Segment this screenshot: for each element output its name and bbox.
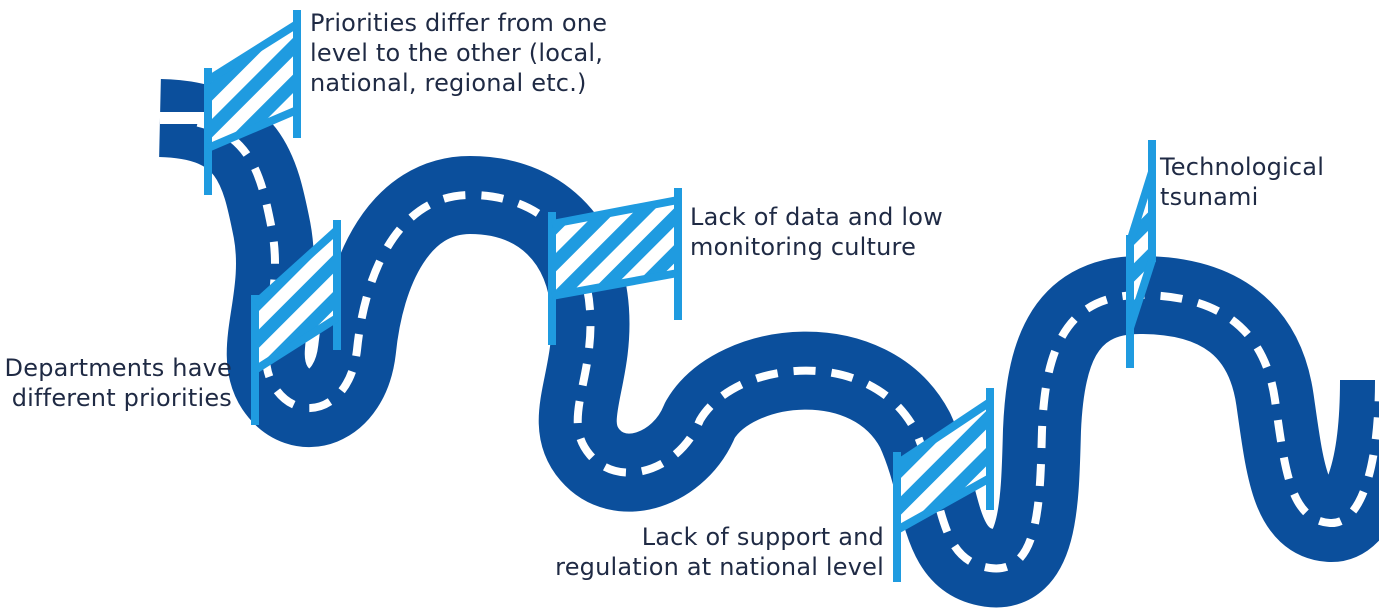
barrier-lack-of-data (548, 188, 682, 345)
barrier-lack-of-support (893, 388, 994, 582)
label-line: monitoring culture (690, 233, 917, 261)
label-technological-tsunami: Technological tsunami (1160, 152, 1324, 212)
label-line: Technological (1160, 153, 1325, 181)
barrier-departments (251, 220, 341, 425)
label-line: Lack of support and (641, 523, 884, 551)
road-start-notch (160, 112, 210, 124)
label-line: national, regional etc.) (310, 69, 587, 97)
label-line: Departments have (4, 354, 232, 382)
label-priorities-differ: Priorities differ from one level to the … (310, 8, 607, 98)
barrier-technological-tsunami (1126, 140, 1156, 368)
label-lack-of-support: Lack of support and regulation at nation… (520, 522, 884, 582)
label-departments: Departments have different priorities (0, 353, 232, 413)
barrier-priorities-differ (204, 10, 301, 195)
label-lack-of-data: Lack of data and low monitoring culture (690, 202, 943, 262)
label-line: Lack of data and low (690, 203, 944, 231)
label-line: tsunami (1160, 183, 1259, 211)
label-line: different priorities (11, 384, 232, 412)
label-line: level to the other (local, (310, 39, 604, 67)
label-line: regulation at national level (555, 553, 884, 581)
road-lane-marking (159, 114, 1379, 573)
label-line: Priorities differ from one (310, 9, 608, 37)
